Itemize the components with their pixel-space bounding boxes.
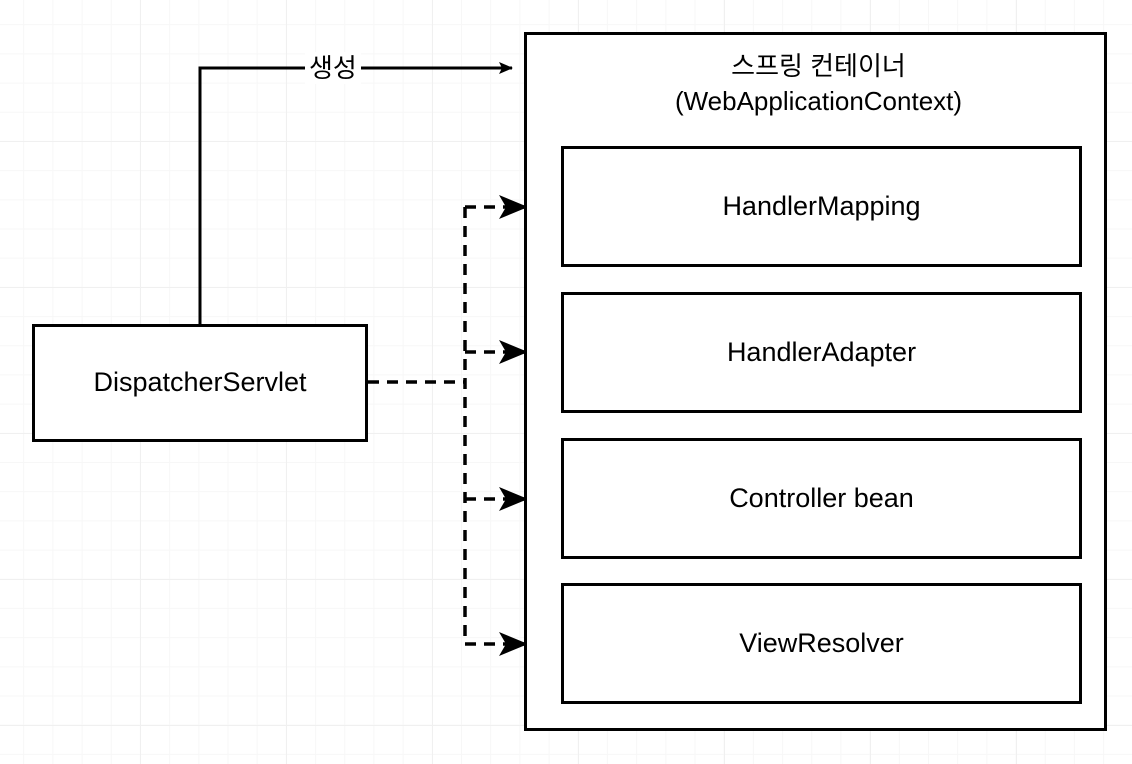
bean-label-view-resolver: ViewResolver — [739, 627, 904, 658]
edge-bean-references — [368, 195, 528, 656]
bean-box-controller-bean: Controller bean — [561, 438, 1082, 559]
bean-box-handler-mapping: HandlerMapping — [561, 146, 1082, 267]
bean-label-controller-bean: Controller bean — [729, 482, 914, 513]
dispatcher-servlet-label: DispatcherServlet — [93, 367, 307, 398]
spring-container-title-line1: 스프링 컨테이너 — [731, 51, 906, 81]
bean-label-handler-adapter: HandlerAdapter — [726, 336, 917, 367]
bean-label-handler-mapping: HandlerMapping — [722, 190, 921, 221]
dispatcher-servlet-box: DispatcherServlet — [32, 324, 368, 442]
bean-box-view-resolver: ViewResolver — [561, 583, 1082, 704]
spring-container-title: 스프링 컨테이너 (WebApplicationContext) — [527, 49, 1110, 119]
edge-create — [198, 62, 513, 324]
spring-container-title-line2: (WebApplicationContext) — [674, 86, 963, 116]
bean-box-handler-adapter: HandlerAdapter — [561, 292, 1082, 413]
edge-label-create: 생성 — [305, 52, 361, 84]
